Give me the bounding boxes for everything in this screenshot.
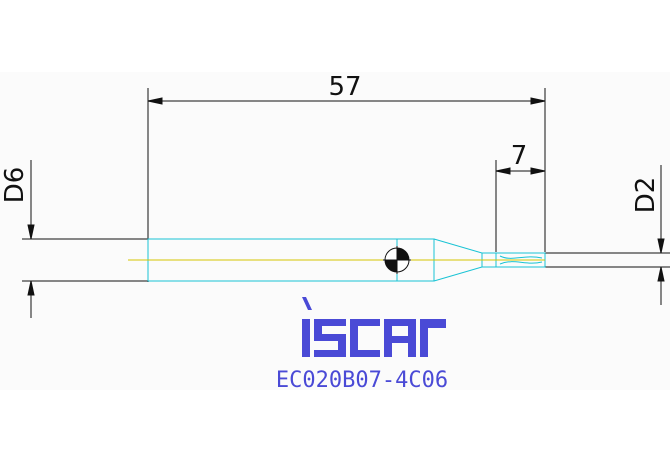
arrowhead-left-57 xyxy=(147,97,163,105)
drawing-sheet xyxy=(0,72,670,390)
iscar-logo xyxy=(302,297,446,357)
arrowhead-left-7 xyxy=(495,167,511,175)
shank-diameter-label: D6 xyxy=(0,167,30,204)
cutting-diameter-label: D2 xyxy=(631,177,661,214)
overall-length-label: 57 xyxy=(328,72,361,102)
arrowhead-right-7 xyxy=(530,167,546,175)
part-code: EC020B07-4C06 xyxy=(276,368,448,393)
tool-flute-1 xyxy=(499,255,543,259)
arrowhead-d2-bottom xyxy=(657,266,665,282)
arrowhead-right-57 xyxy=(530,97,546,105)
centroid-symbol xyxy=(383,246,411,274)
cutting-length-label: 7 xyxy=(511,141,528,171)
arrowhead-d6-top xyxy=(27,224,35,240)
shank-diameter-dimension xyxy=(22,160,148,318)
arrowhead-d2-top xyxy=(657,238,665,254)
cutting-diameter-dimension xyxy=(545,165,670,305)
tool-flute-2 xyxy=(499,261,543,265)
cutting-length-dimension xyxy=(495,160,546,252)
arrowhead-d6-bottom xyxy=(27,280,35,296)
